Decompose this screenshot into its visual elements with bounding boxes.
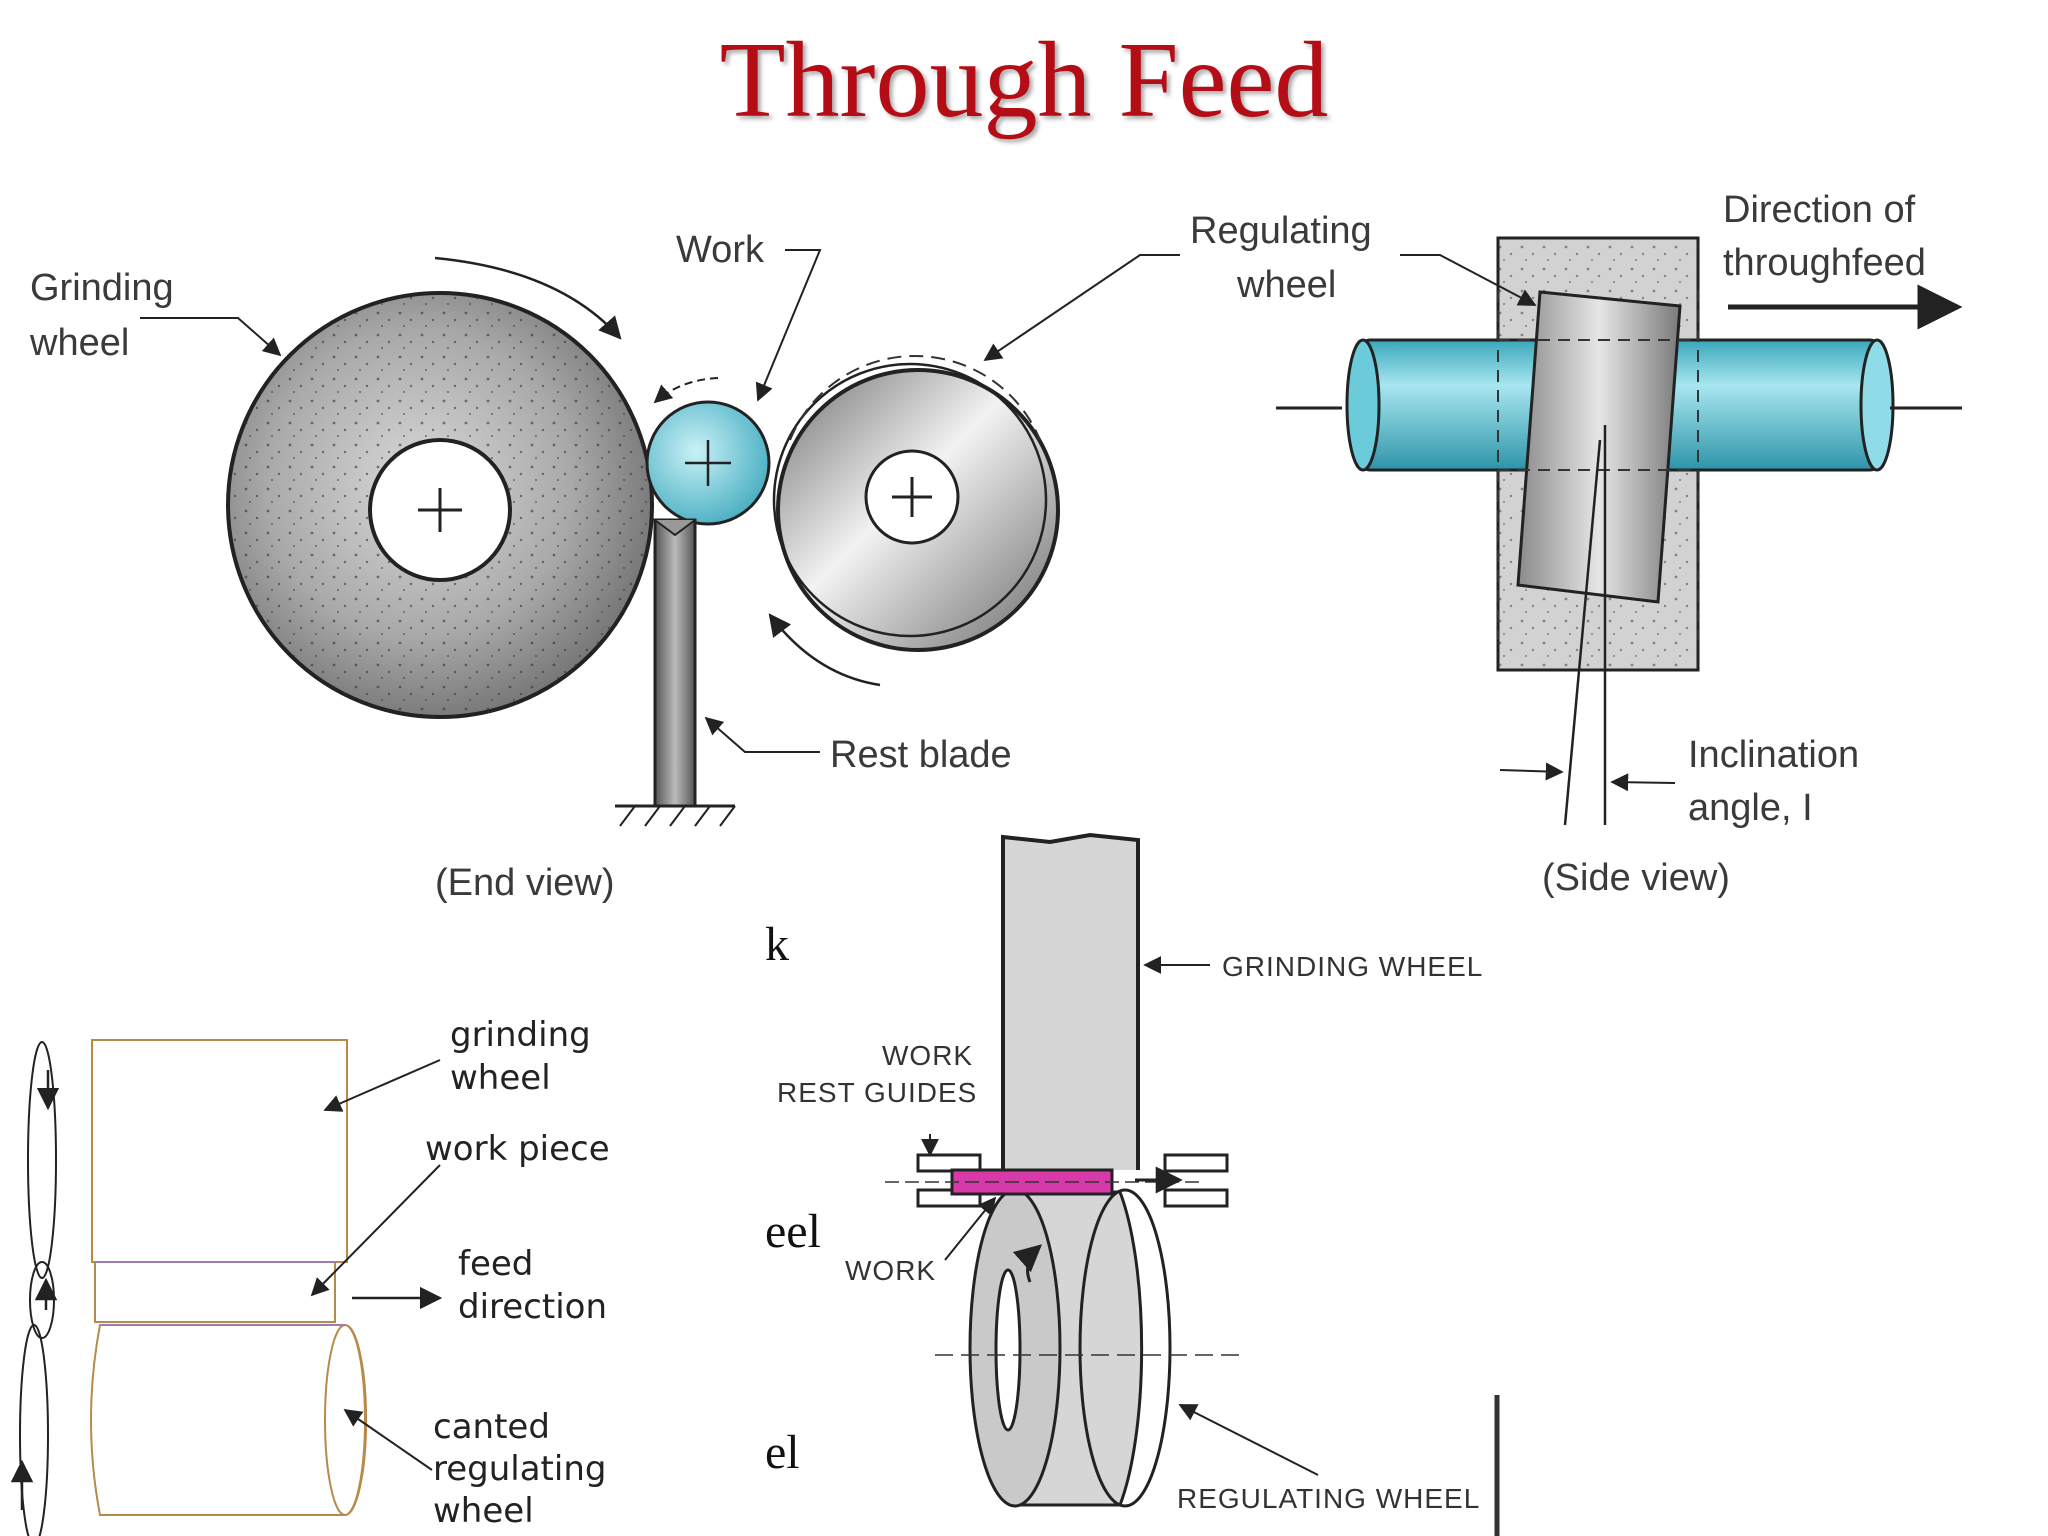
- side-view-diagram: Regulating wheel Direction of throughfee…: [1190, 189, 1963, 899]
- regulating-wheel-label-1: Regulating: [1190, 210, 1372, 252]
- schematic-grinding-label: GRINDING WHEEL: [1222, 951, 1483, 982]
- fragment-text-2: eel: [765, 1205, 821, 1258]
- sketch-work-piece-label: work piece: [425, 1129, 610, 1169]
- sketch-grinding-label-2: wheel: [450, 1058, 551, 1098]
- regulating-wheel-label-2: wheel: [1236, 264, 1336, 306]
- direction-label-1: Direction of: [1723, 189, 1916, 231]
- inclination-label-2: angle, I: [1688, 787, 1813, 829]
- sketch-regulating-wheel: [90, 1324, 368, 1516]
- inclined-axis-line: [1563, 439, 1602, 826]
- end-view-caption: (End view): [435, 862, 615, 904]
- regulating-rotation-arrow: [768, 613, 881, 687]
- end-view-diagram: Grinding wheel Work Rest blade (End view…: [29, 229, 1180, 904]
- sketch-grinding-label-1: grinding: [450, 1015, 591, 1055]
- rotation-arrow: [434, 256, 622, 340]
- inclination-arrow-left: [1499, 762, 1564, 781]
- sketch-regulating-label-2: regulating: [433, 1449, 606, 1489]
- schematic-grinding-wheel: [1001, 832, 1140, 1170]
- inclination-label-1: Inclination: [1688, 734, 1859, 776]
- inclination-arrow-right: [1610, 773, 1676, 792]
- sketch-feed-label-2: direction: [458, 1287, 607, 1327]
- sketch-work-piece: [94, 1261, 336, 1323]
- work-piece-disc: [645, 400, 771, 526]
- schematic-rest-label-2: REST GUIDES: [777, 1077, 977, 1108]
- schematic-diagram: GRINDING WHEEL WORK REST GUIDES WORK REG…: [777, 832, 1500, 1536]
- rest-blade-shape: [615, 518, 736, 827]
- schematic-rest-label-1: WORK: [882, 1040, 973, 1071]
- schematic-regulating-label: REGULATING WHEEL: [1177, 1483, 1480, 1514]
- page-title: Through Feed: [719, 21, 1329, 140]
- sketch-regulating-label-3: wheel: [433, 1491, 534, 1531]
- schematic-work-label: WORK: [845, 1255, 936, 1286]
- fragment-text-3: el: [765, 1426, 800, 1479]
- sketch-diagram: grinding wheel work piece feed direction…: [10, 1015, 610, 1536]
- grinding-wheel-label-1: Grinding: [30, 267, 174, 309]
- regulating-wheel-disc: [772, 354, 1060, 652]
- sketch-grinding-wheel: [91, 1039, 348, 1263]
- side-view-caption: (Side view): [1542, 857, 1730, 899]
- grinding-wheel-disc: [226, 291, 654, 719]
- rest-blade-label: Rest blade: [830, 734, 1012, 776]
- work-label: Work: [676, 229, 765, 271]
- work-rotation-arrow: [653, 377, 719, 404]
- fragment-text-1: k: [765, 918, 789, 971]
- sketch-regulating-label-1: canted: [433, 1407, 550, 1447]
- schematic-regulating-wheel: [935, 1188, 1245, 1508]
- sketch-feed-label-1: feed: [458, 1244, 533, 1284]
- grinding-wheel-label-2: wheel: [29, 322, 129, 364]
- direction-label-2: throughfeed: [1723, 242, 1926, 284]
